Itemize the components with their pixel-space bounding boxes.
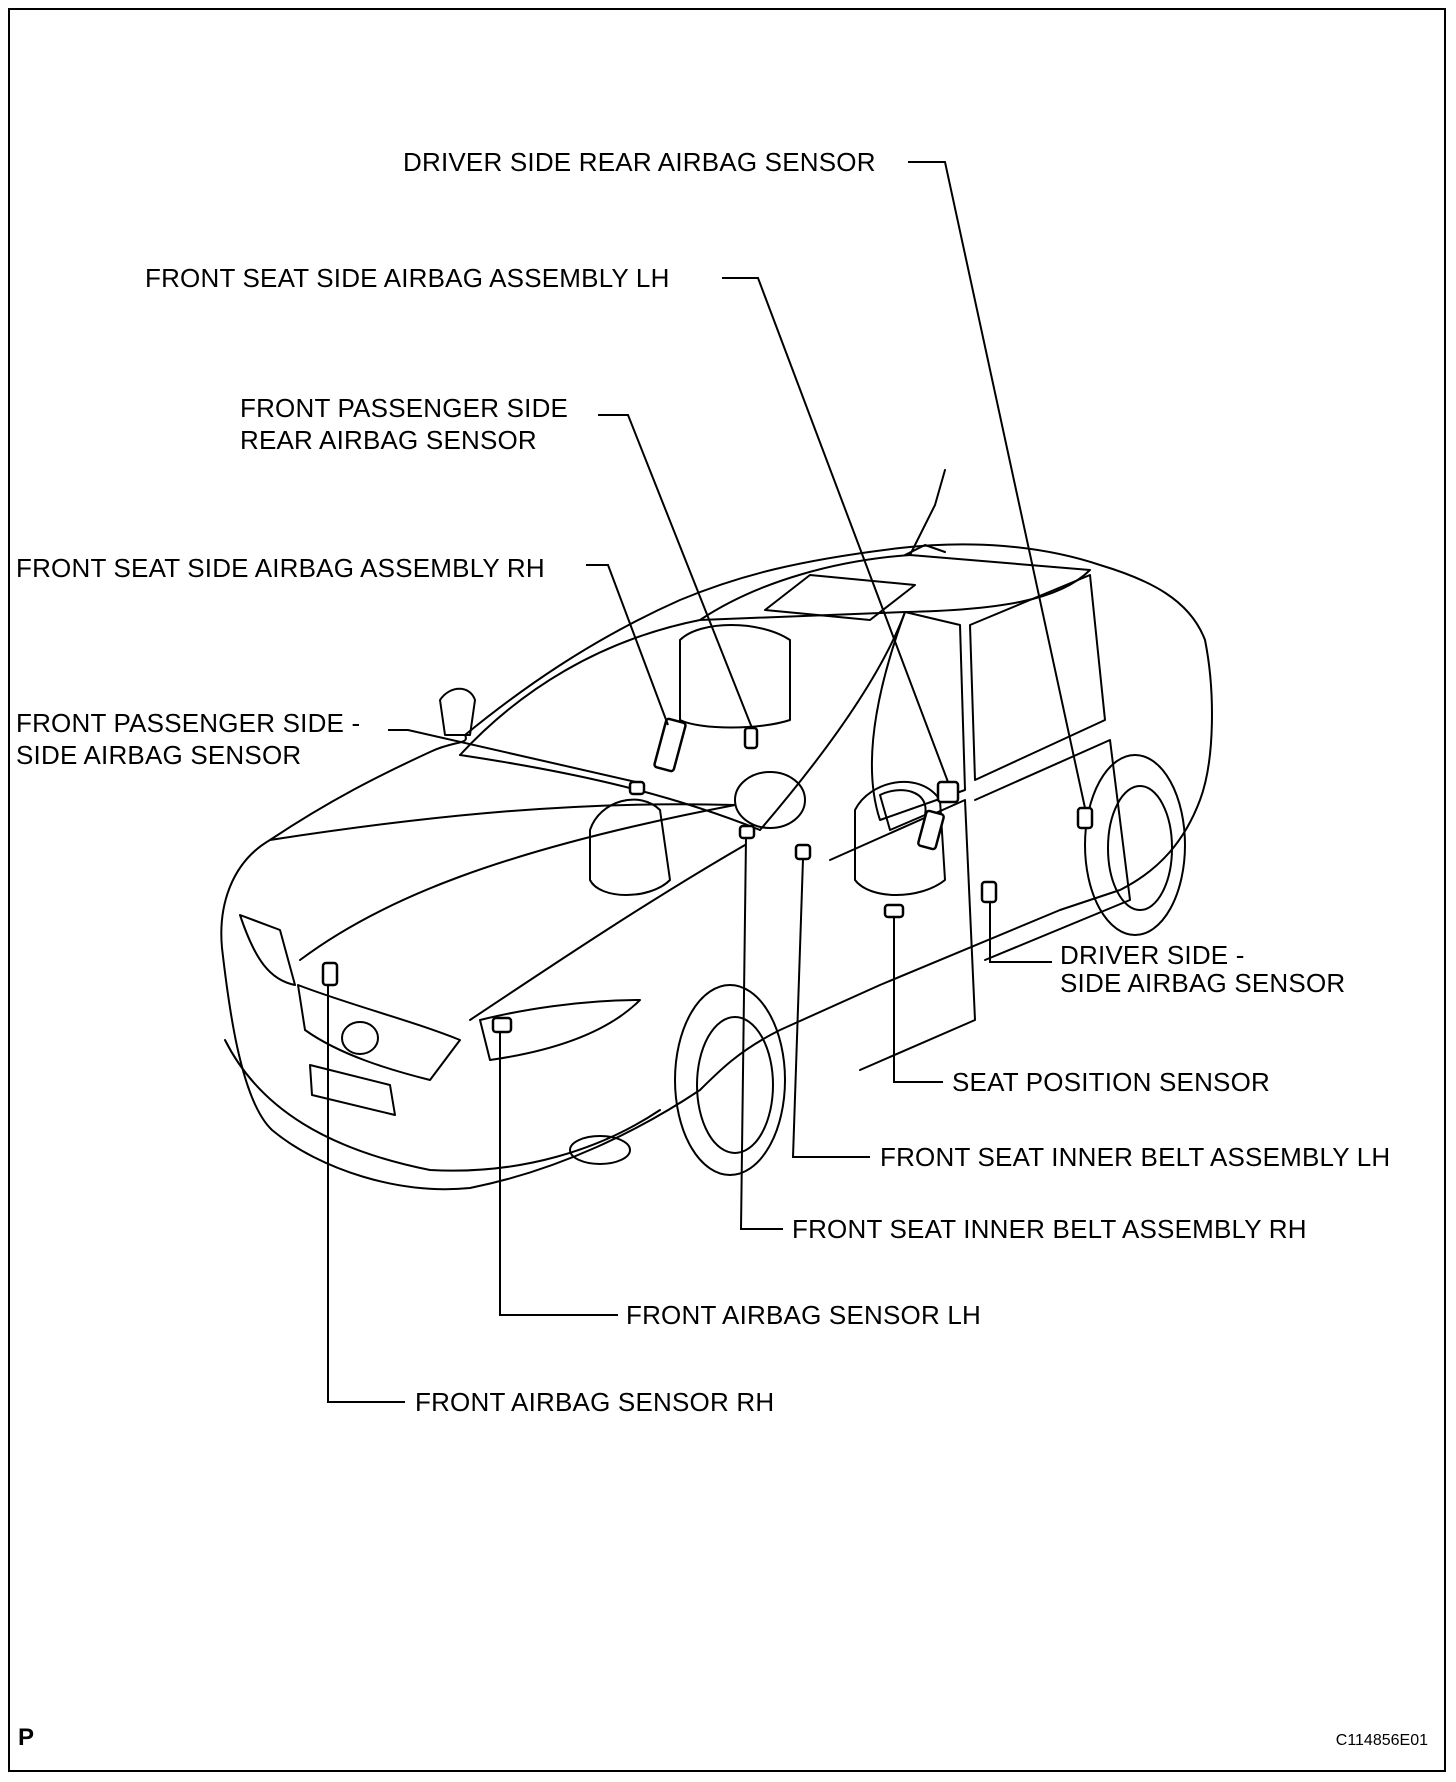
leader-front-seat-inner-belt-lh: [791, 858, 870, 1158]
leader-driver-side-side-airbag-sensor: [989, 902, 1052, 963]
label-driver-side-side-airbag-sensor-line1: DRIVER SIDE -: [1060, 940, 1245, 970]
front-wheel: [674, 984, 786, 1176]
leader-front-seat-side-airbag-lh: [722, 277, 949, 783]
rear-wheel: [1084, 754, 1186, 936]
windshield-bottom: [459, 754, 761, 831]
leader-front-airbag-sensor-rh: [327, 985, 405, 1403]
hood-line: [269, 803, 736, 841]
fog-light: [569, 1135, 631, 1165]
marker-passenger-side-sensor: [628, 780, 646, 796]
mirror-right: [439, 687, 476, 736]
marker-belt-lh: [794, 843, 812, 861]
grille: [297, 984, 461, 1081]
leader-front-seat-inner-belt-rh: [739, 837, 783, 1230]
marker-driver-rear-sensor: [1076, 806, 1094, 830]
label-front-passenger-side-side-airbag-sensor-line2: SIDE AIRBAG SENSOR: [16, 740, 302, 770]
mirror-left: [879, 789, 927, 831]
label-seat-position-sensor: SEAT POSITION SENSOR: [952, 1067, 1270, 1097]
front-door: [829, 799, 976, 1071]
label-front-airbag-sensor-lh: FRONT AIRBAG SENSOR LH: [626, 1300, 981, 1330]
diagram-frame: [8, 8, 1446, 1772]
leader-front-passenger-rear-airbag-sensor: [598, 414, 753, 729]
rear-seat: [679, 624, 791, 729]
marker-front-airbag-sensor-rh: [321, 961, 339, 987]
leader-driver-side-rear-airbag-sensor: [908, 161, 1086, 809]
marker-belt-rh: [738, 824, 756, 840]
car-body-outline: [220, 543, 1213, 1191]
leader-front-passenger-side-airbag-sensor: [388, 729, 637, 783]
license-plate: [309, 1064, 396, 1116]
label-driver-side-rear-airbag-sensor: DRIVER SIDE REAR AIRBAG SENSOR: [403, 147, 876, 177]
marker-seat-position-sensor: [883, 903, 905, 919]
label-driver-side-side-airbag-sensor-line2: SIDE AIRBAG SENSOR: [1060, 968, 1346, 998]
front-side-window: [870, 611, 966, 821]
marker-side-airbag-rh: [653, 717, 687, 773]
label-front-seat-inner-belt-assembly-rh: FRONT SEAT INNER BELT ASSEMBLY RH: [792, 1214, 1307, 1244]
roof: [699, 554, 1091, 621]
marker-passenger-rear-sensor: [743, 726, 759, 750]
headlight-left: [479, 999, 641, 1061]
front-wheel-hub: [696, 1016, 774, 1154]
label-front-airbag-sensor-rh: FRONT AIRBAG SENSOR RH: [415, 1387, 775, 1417]
leader-front-seat-side-airbag-rh: [586, 564, 669, 726]
marker-driver-side-sensor: [980, 880, 998, 904]
leader-seat-position-sensor: [893, 917, 943, 1083]
leader-front-airbag-sensor-lh: [499, 1032, 618, 1316]
rear-door: [974, 739, 1131, 961]
label-front-passenger-side-rear-airbag-sensor-line2: REAR AIRBAG SENSOR: [240, 425, 537, 455]
label-front-seat-side-airbag-assembly-lh: FRONT SEAT SIDE AIRBAG ASSEMBLY LH: [145, 263, 670, 293]
label-front-seat-side-airbag-assembly-rh: FRONT SEAT SIDE AIRBAG ASSEMBLY RH: [16, 553, 545, 583]
rear-wheel-hub: [1107, 785, 1173, 911]
label-front-passenger-side-side-airbag-sensor-line1: FRONT PASSENGER SIDE -: [16, 708, 361, 738]
marker-front-airbag-sensor-lh: [491, 1016, 513, 1034]
emblem: [341, 1021, 379, 1055]
antenna: [904, 469, 946, 556]
passenger-seat: [589, 798, 671, 896]
hood-right-line: [469, 844, 746, 1021]
front-bumper: [224, 1039, 661, 1172]
hood-center-line: [299, 804, 736, 961]
driver-seat: [854, 781, 946, 896]
corner-code-left: P: [18, 1724, 35, 1751]
rear-side-window: [969, 574, 1106, 781]
sunroof: [764, 574, 916, 621]
marker-side-airbag-lh: [936, 780, 960, 804]
figure-id: C114856E01: [1335, 1732, 1428, 1749]
marker-side-airbag-lh-seat: [917, 809, 945, 851]
label-front-passenger-side-rear-airbag-sensor-line1: FRONT PASSENGER SIDE: [240, 393, 569, 423]
steering-wheel: [734, 771, 806, 829]
label-front-seat-inner-belt-assembly-lh: FRONT SEAT INNER BELT ASSEMBLY LH: [880, 1142, 1391, 1172]
windshield: [459, 611, 906, 831]
headlight-right: [239, 914, 296, 986]
